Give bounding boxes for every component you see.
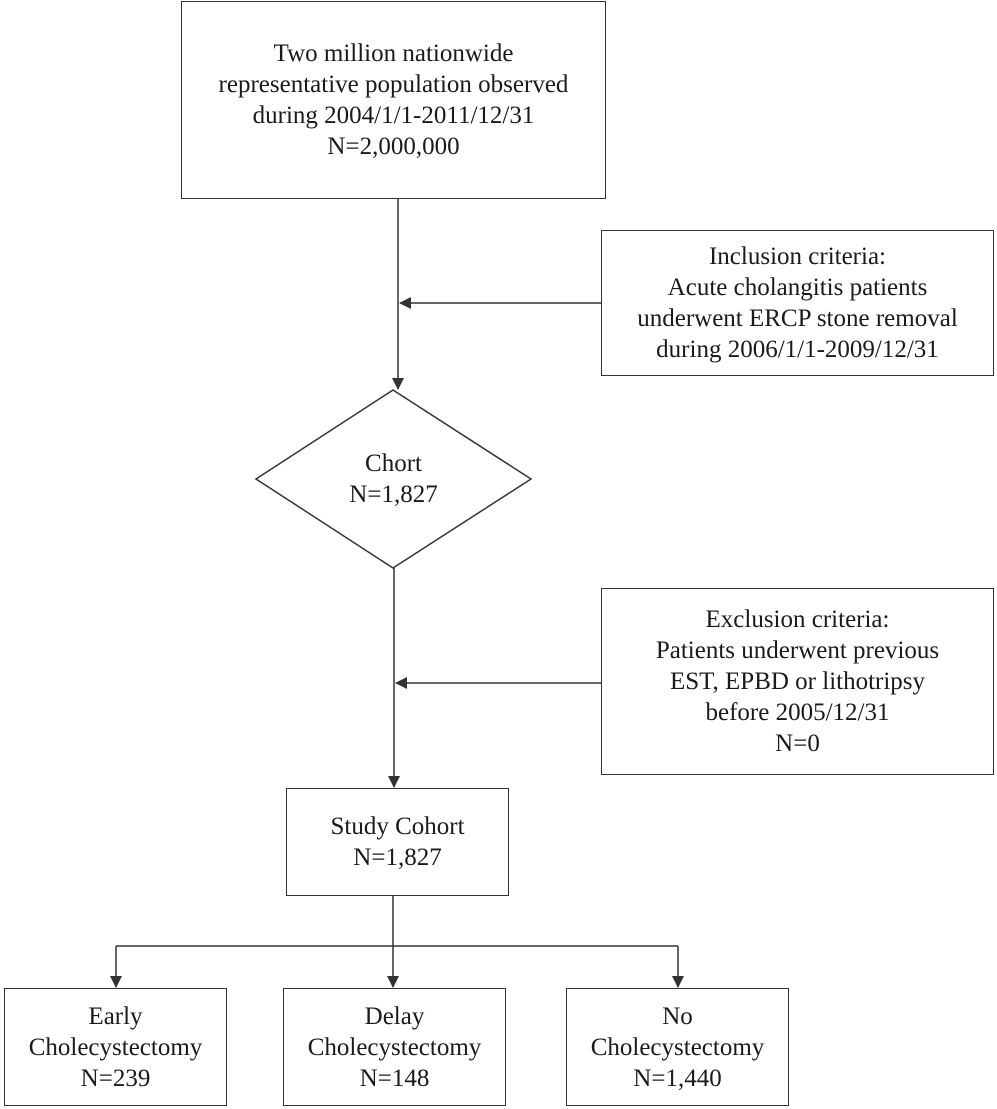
inclusion-line-3: underwent ERCP stone removal bbox=[637, 305, 958, 332]
source-line-3: during 2004/1/1-2011/12/31 bbox=[252, 102, 535, 129]
source-line-4: N=2,000,000 bbox=[327, 133, 460, 160]
delay-line-3: N=148 bbox=[359, 1064, 430, 1092]
cohort-diamond-shape bbox=[254, 389, 533, 569]
delay-cholecystectomy-box: Delay Cholecystectomy N=148 bbox=[283, 988, 506, 1106]
exclusion-line-3: EST, EPBD or lithotripsy bbox=[669, 668, 926, 695]
no-line-3: N=1,440 bbox=[633, 1064, 722, 1092]
inclusion-criteria-box: Inclusion criteria: Acute cholangitis pa… bbox=[601, 230, 994, 376]
early-cholecystectomy-box: Early Cholecystectomy N=239 bbox=[4, 988, 227, 1106]
study-cohort-box: Study Cohort N=1,827 bbox=[286, 788, 509, 896]
exclusion-criteria-box: Exclusion criteria: Patients underwent p… bbox=[601, 588, 994, 775]
early-line-1: Early bbox=[88, 1002, 143, 1030]
no-cholecystectomy-box: No Cholecystectomy N=1,440 bbox=[566, 988, 789, 1106]
cohort-line-2: N=1,827 bbox=[349, 481, 438, 508]
exclusion-line-1: Exclusion criteria: bbox=[705, 606, 890, 633]
exclusion-line-5: N=0 bbox=[775, 730, 820, 757]
exclusion-line-2: Patients underwent previous bbox=[655, 637, 940, 664]
early-line-2: Cholecystectomy bbox=[28, 1033, 203, 1061]
inclusion-line-1: Inclusion criteria: bbox=[708, 243, 886, 270]
study-line-2: N=1,827 bbox=[353, 844, 442, 871]
inclusion-line-4: during 2006/1/1-2009/12/31 bbox=[656, 336, 939, 363]
inclusion-line-2: Acute cholangitis patients bbox=[667, 274, 928, 301]
cohort-line-1: Chort bbox=[365, 450, 422, 477]
source-population-box: Two million nationwide representative po… bbox=[181, 1, 606, 199]
early-line-3: N=239 bbox=[80, 1064, 151, 1092]
no-line-1: No bbox=[662, 1002, 693, 1030]
delay-line-1: Delay bbox=[364, 1002, 425, 1030]
source-line-2: representative population observed bbox=[218, 71, 569, 98]
no-line-2: Cholecystectomy bbox=[590, 1033, 765, 1061]
source-line-1: Two million nationwide bbox=[273, 40, 514, 67]
exclusion-line-4: before 2005/12/31 bbox=[705, 699, 890, 726]
cohort-diamond-label: Chort N=1,827 bbox=[256, 390, 531, 568]
delay-line-2: Cholecystectomy bbox=[307, 1033, 482, 1061]
study-line-1: Study Cohort bbox=[330, 813, 465, 840]
